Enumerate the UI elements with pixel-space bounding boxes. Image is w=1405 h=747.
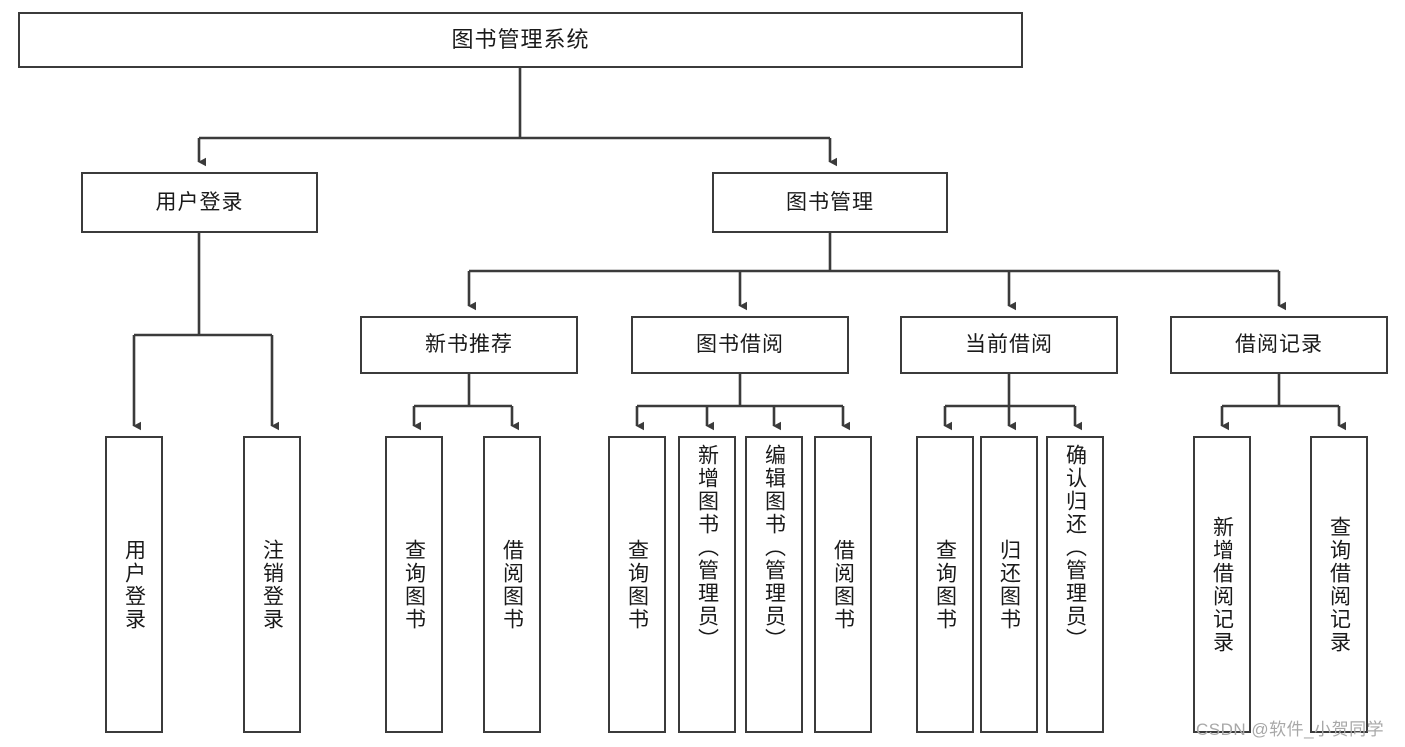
leaf-borrow-book[interactable]: 借阅图书 bbox=[814, 436, 872, 733]
leaf-edit-book-admin[interactable]: 编辑图书（管理员） bbox=[745, 436, 803, 733]
leaf-borrow-book-recommend[interactable]: 借阅图书 bbox=[483, 436, 541, 733]
node-book-manage[interactable]: 图书管理 bbox=[712, 172, 948, 233]
csdn-watermark: CSDN @软件_小贺同学 bbox=[1196, 720, 1385, 739]
leaf-add-borrow-record[interactable]: 新增借阅记录 bbox=[1193, 436, 1251, 733]
leaf-query-book-borrow[interactable]: 查询图书 bbox=[608, 436, 666, 733]
leaf-confirm-return-admin[interactable]: 确认归还（管理员） bbox=[1046, 436, 1104, 733]
leaf-query-book-current[interactable]: 查询图书 bbox=[916, 436, 974, 733]
node-borrow-record[interactable]: 借阅记录 bbox=[1170, 316, 1388, 374]
node-root-system[interactable]: 图书管理系统 bbox=[18, 12, 1023, 68]
node-user-login[interactable]: 用户登录 bbox=[81, 172, 318, 233]
leaf-query-borrow-record[interactable]: 查询借阅记录 bbox=[1310, 436, 1368, 733]
node-current-borrow[interactable]: 当前借阅 bbox=[900, 316, 1118, 374]
node-book-borrow[interactable]: 图书借阅 bbox=[631, 316, 849, 374]
leaf-add-book-admin[interactable]: 新增图书（管理员） bbox=[678, 436, 736, 733]
leaf-user-logout[interactable]: 注销登录 bbox=[243, 436, 301, 733]
leaf-query-book-recommend[interactable]: 查询图书 bbox=[385, 436, 443, 733]
leaf-return-book[interactable]: 归还图书 bbox=[980, 436, 1038, 733]
node-new-book-recommend[interactable]: 新书推荐 bbox=[360, 316, 578, 374]
leaf-user-login[interactable]: 用户登录 bbox=[105, 436, 163, 733]
